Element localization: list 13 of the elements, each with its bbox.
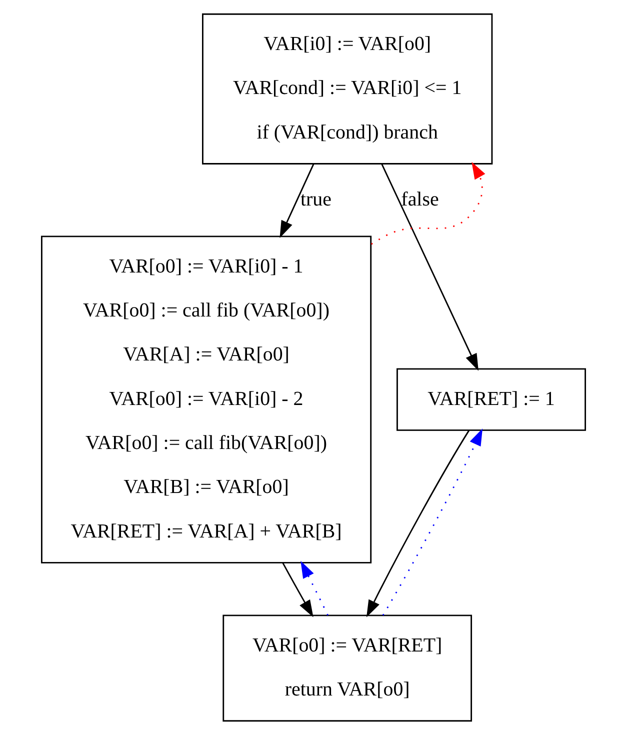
node-box: VAR[o0] := VAR[i0] - 1 VAR[o0] := call fib (VAR[o0]) VAR[A] := VAR[o0] VAR[o0] := VAR[i0] - 2 VAR[o0] := call fib(VAR[o0]) VAR[B] := VAR[o0] VAR[RET] := VAR[A] + VAR[B] bbox=[40, 236, 372, 564]
arrow bbox=[279, 164, 314, 238]
node-box: VAR[RET] := 1 bbox=[396, 368, 586, 431]
arrow bbox=[380, 164, 478, 371]
node-box: VAR[o0] := VAR[RET] return VAR[o0] bbox=[222, 614, 472, 722]
arrow bbox=[370, 162, 485, 245]
node-box: VAR[i0] := VAR[o0] VAR[cond] := VAR[i0] <= 1 if (VAR[cond]) branch bbox=[202, 13, 492, 164]
edge-label: true bbox=[300, 188, 331, 210]
edge-label: false bbox=[400, 188, 438, 210]
arrow bbox=[282, 562, 313, 618]
arrow bbox=[382, 428, 482, 616]
arrow bbox=[366, 430, 470, 618]
arrow bbox=[300, 560, 328, 616]
